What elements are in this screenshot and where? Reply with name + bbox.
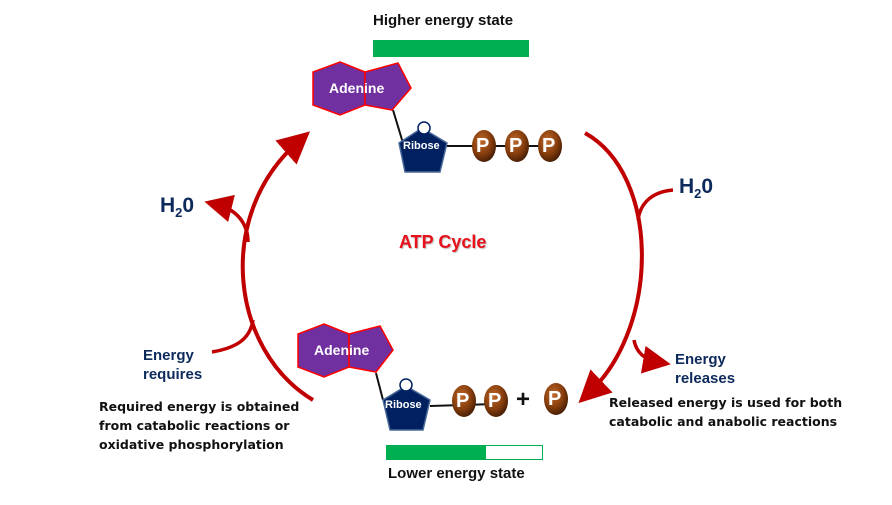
left-water-label: H20 [160,194,195,221]
higher-energy-bar [373,40,529,57]
plus-sign: + [516,386,531,413]
right-energy-branch-arrow [632,339,671,374]
energy-requires-description: Required energy is obtained from catabol… [99,399,300,452]
adp-adenine-label: Adenine [314,342,370,358]
right-water-branch [636,188,674,221]
left-cycle-arrow [240,131,315,402]
phosphate-2 [505,130,529,162]
phosphate-2 [484,385,508,417]
right-cycle-arrow [578,131,644,404]
atp-phosphate-2-label: P [509,135,523,157]
adp-phosphate-1-label: P [456,390,470,412]
adp-ribose-label: Ribose [385,399,422,411]
left-water-branch-arrow [204,194,250,243]
atp-molecule [312,61,562,173]
ribose-oxygen [399,378,413,392]
adp-molecule [297,323,568,431]
phosphate-1 [472,130,496,162]
phosphate-1 [452,385,476,417]
energy-releases-description: Released energy is used for both catabol… [609,395,843,429]
ribose-pentagon [398,127,448,173]
adenine-pentagon [364,62,412,111]
lower-energy-bar [386,445,543,460]
free-phosphate-label: P [548,388,562,410]
right-water-label: H20 [679,175,714,202]
diagram-title: ATP Cycle [399,232,487,252]
free-phosphate [544,383,568,415]
lower-energy-bar-fill [387,446,487,459]
left-energy-branch [211,319,255,354]
higher-energy-bar-fill [373,40,529,57]
atp-ribose-label: Ribose [403,140,440,152]
adenine-pentagon [348,325,394,373]
atp-phosphate-3-label: P [542,135,556,157]
higher-energy-state-label: Higher energy state [373,12,514,29]
atp-phosphate-1-label: P [476,135,490,157]
ribose-oxygen [417,121,431,135]
phosphate-3 [538,130,562,162]
ribose-pentagon [382,385,431,431]
lower-energy-state-label: Lower energy state [388,465,525,482]
atp-adenine-label: Adenine [329,80,385,96]
adp-phosphate-2-label: P [488,390,502,412]
